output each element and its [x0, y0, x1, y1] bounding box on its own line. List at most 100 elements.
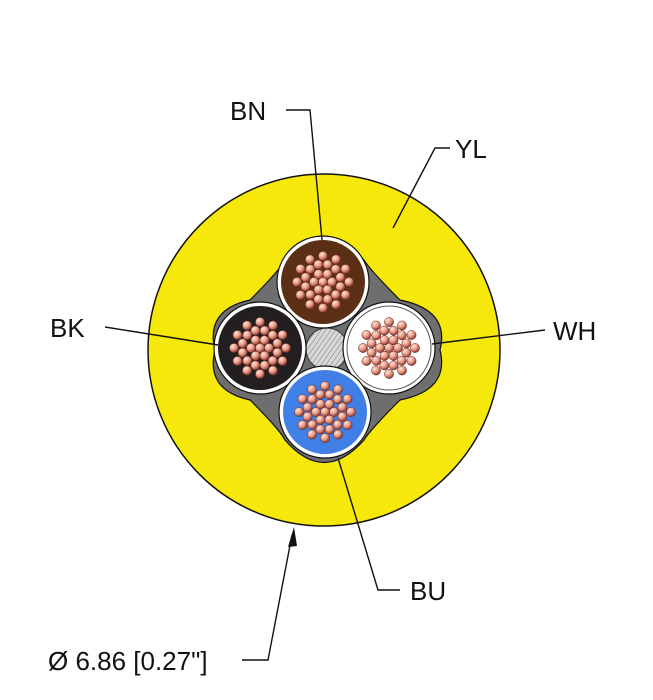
- conductor-black: [213, 301, 307, 395]
- copper-strand: [307, 384, 317, 395]
- copper-strand: [295, 264, 306, 274]
- copper-strand: [342, 420, 353, 430]
- copper-strand: [346, 407, 356, 417]
- copper-strand: [340, 264, 351, 274]
- copper-strand: [332, 394, 343, 405]
- copper-strand: [324, 389, 335, 400]
- copper-strand: [384, 317, 394, 327]
- copper-strand: [388, 335, 399, 346]
- copper-strand: [322, 294, 333, 305]
- copper-strand: [302, 402, 313, 413]
- copper-strand: [344, 277, 354, 287]
- copper-strand: [315, 399, 326, 410]
- label-bn: BN: [230, 96, 266, 126]
- leader-bn: [286, 109, 323, 241]
- leader-diameter: [242, 534, 293, 661]
- copper-strand: [384, 369, 394, 379]
- copper-strand: [305, 254, 315, 265]
- copper-strand: [329, 407, 339, 417]
- copper-strand: [327, 277, 337, 287]
- copper-strand: [366, 347, 377, 358]
- copper-strand: [259, 350, 270, 361]
- copper-strand: [324, 414, 335, 425]
- copper-strand: [297, 420, 308, 430]
- copper-strand: [320, 433, 330, 443]
- copper-strands-brown: [292, 251, 354, 313]
- copper-strand: [379, 335, 390, 346]
- copper-strand: [333, 429, 343, 440]
- copper-strand: [277, 330, 288, 340]
- copper-strand: [388, 325, 399, 336]
- conductor-brown: [276, 235, 370, 329]
- copper-strand: [393, 343, 403, 353]
- copper-strand: [361, 356, 372, 366]
- copper-strand: [320, 381, 330, 391]
- copper-strand: [307, 419, 318, 430]
- copper-strand: [322, 259, 333, 270]
- label-bk: BK: [50, 313, 85, 343]
- leader-bk: [104, 326, 219, 346]
- copper-strand: [361, 330, 372, 340]
- center-filler: [305, 327, 349, 371]
- copper-strand: [335, 281, 346, 292]
- diameter-arrowhead: [288, 527, 297, 547]
- copper-strand: [268, 365, 278, 376]
- copper-strand: [250, 360, 261, 371]
- copper-strand: [401, 347, 412, 358]
- copper-strand: [335, 272, 346, 283]
- copper-strand: [315, 424, 326, 435]
- label-bu: BU: [410, 576, 446, 606]
- copper-strand: [237, 338, 248, 349]
- copper-strand: [300, 281, 311, 292]
- copper-strand: [268, 320, 278, 331]
- copper-strand: [331, 299, 341, 310]
- copper-strand: [322, 269, 333, 280]
- copper-strand: [406, 356, 417, 366]
- copper-strand: [259, 325, 270, 336]
- copper-strand: [396, 355, 407, 366]
- copper-strand: [340, 290, 351, 300]
- copper-strand: [330, 264, 341, 275]
- copper-strand: [379, 350, 390, 361]
- copper-strand: [318, 303, 328, 313]
- copper-strand: [313, 294, 324, 305]
- copper-strand: [237, 347, 248, 358]
- copper-strands-black: [229, 317, 291, 379]
- copper-strand: [272, 338, 283, 349]
- copper-strand: [313, 284, 324, 295]
- copper-strand: [358, 343, 368, 353]
- copper-strand: [307, 394, 318, 405]
- copper-strand: [264, 343, 274, 353]
- copper-strand: [259, 360, 270, 371]
- copper-strand: [322, 284, 333, 295]
- copper-strand: [242, 355, 253, 366]
- copper-strand: [250, 325, 261, 336]
- copper-strand: [410, 343, 420, 353]
- copper-strand: [272, 347, 283, 358]
- copper-strand: [315, 414, 326, 425]
- copper-strand: [332, 419, 343, 430]
- copper-strand: [333, 384, 343, 395]
- copper-strand: [331, 254, 341, 265]
- copper-strand: [292, 277, 302, 287]
- copper-strand: [396, 330, 407, 341]
- conductor-blue: [278, 365, 372, 459]
- copper-strand: [337, 402, 348, 413]
- copper-strand: [371, 355, 382, 366]
- copper-strand: [305, 299, 315, 310]
- copper-strand: [305, 289, 316, 300]
- copper-strand: [242, 365, 252, 376]
- copper-strand: [375, 343, 385, 353]
- copper-strand: [371, 330, 382, 341]
- copper-strand: [302, 411, 313, 422]
- copper-strand: [294, 407, 304, 417]
- copper-strand: [324, 424, 335, 435]
- copper-strand: [295, 290, 306, 300]
- copper-strands-white: [358, 317, 420, 379]
- copper-strand: [309, 277, 319, 287]
- label-diameter: Ø 6.86 [0.27"]: [48, 646, 208, 676]
- copper-strand: [311, 407, 321, 417]
- copper-strand: [267, 330, 278, 341]
- copper-strand: [229, 343, 239, 353]
- copper-strands-blue: [294, 381, 356, 443]
